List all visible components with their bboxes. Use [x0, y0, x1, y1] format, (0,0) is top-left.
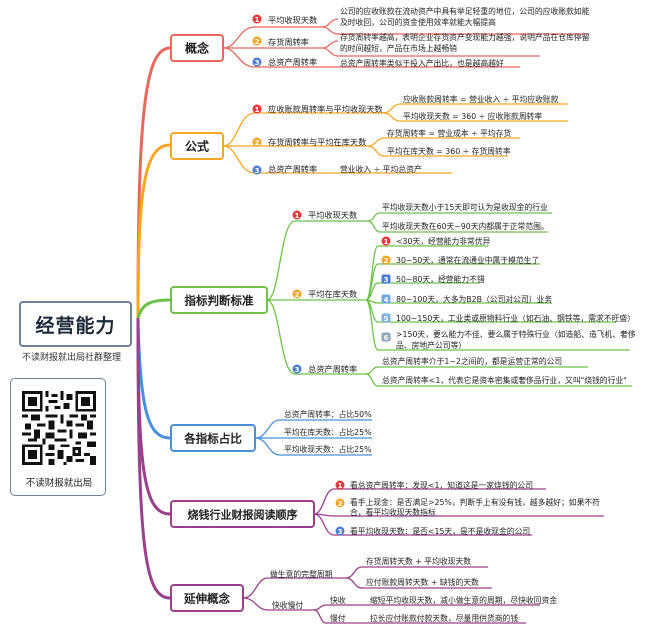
formula-item-2-formula-2: 平均在库天数 = 360 ÷ 存货周转率 — [387, 146, 511, 156]
svg-text:1: 1 — [255, 106, 260, 114]
section-extended: 延伸概念 做生意的完整周期 存货周转天数 + 平均收现天数 应付账款周转天数 +… — [170, 556, 557, 624]
inventory-days-list: 1 <30天，经营能力非常优异 2 30~50天，通常在流通业中属于模范生了 3… — [381, 236, 636, 350]
section-weights-label: 各指标占比 — [183, 432, 242, 446]
main-branches — [136, 46, 171, 600]
branch-s5 — [136, 317, 171, 516]
svg-text:1: 1 — [338, 482, 343, 490]
reading-step-1: 看总资产周转率：发现<1，知道这是一家烧钱的公司 — [350, 480, 533, 490]
formula-item-1-label: 应收账款周转率与平均收现天数 — [268, 104, 383, 114]
section-concepts-label: 概念 — [185, 41, 209, 56]
concept-item-1-line-1: 公司的应收账款在流动资产中具有举足轻重的地位，公司的应收账款如能 — [340, 6, 590, 16]
standard-item-3-criterion-2: 总资产周转率<1，代表它是资本密集或奢侈品行业，又叫"烧钱的行业" — [382, 375, 627, 385]
extended-slow-pay-text: 拉长应付账款付款天数，尽量用供货商的钱 — [370, 613, 518, 623]
inventory-level-5: 100~150天，工业类或原物料行业（如石油、钢铁等，需求不旺盛） — [396, 313, 635, 323]
svg-text:2: 2 — [255, 139, 260, 147]
formula-item-1-formula-2: 平均收现天数 = 360 ÷ 应收账款周转率 — [403, 111, 542, 121]
section-reading-order-label: 烧钱行业财报阅读顺序 — [188, 508, 298, 522]
svg-text:3: 3 — [384, 276, 389, 284]
formula-item-1-formula-1: 应收账款周转率 = 营业收入 ÷ 平均应收账款 — [403, 94, 559, 104]
weight-total-assets: 总资产周转率：占比50% — [284, 409, 372, 419]
inventory-level-1: <30天，经营能力非常优异 — [396, 236, 491, 246]
extended-fast-collect-label: 快收 — [330, 595, 346, 605]
concept-item-2-line-1: 存货周转率越高，表明企业存货资产变现能力越强，说明产品在仓库停留 — [340, 32, 590, 42]
formula-item-2-label: 存货周转率与平均在库天数 — [268, 137, 366, 147]
standard-item-2-label: 平均在库天数 — [308, 289, 357, 299]
section-weights: 各指标占比 总资产周转率：占比50% 平均在库天数：占比25% 平均收现天数：占… — [170, 409, 372, 456]
svg-text:3: 3 — [295, 366, 300, 374]
weight-collection-days: 平均收现天数：占比25% — [284, 444, 372, 454]
concept-item-2-label: 存货周转率 — [268, 37, 309, 47]
extended-cycle-b: 应付账款周转天数 + 缺钱的天数 — [366, 577, 479, 587]
section-standards: 指标判断标准 1 2 3 平均收现天数 平均在库天数 总资产周转率 平均收现天数… — [170, 202, 636, 387]
section-extended-label: 延伸概念 — [183, 592, 230, 606]
formula-item-2-formula-1: 存货周转率 = 营业成本 ÷ 平均存货 — [387, 128, 512, 138]
standard-item-1-criterion-2: 平均收现天数在60天~90天内都属于正常范围。 — [382, 221, 549, 231]
branch-s3 — [136, 298, 171, 319]
branch-s4 — [136, 317, 171, 440]
qr-code-icon — [22, 391, 96, 465]
standard-item-1-criterion-1: 平均收现天数小于15天即可认为是收现金的行业 — [382, 202, 548, 212]
svg-text:4: 4 — [384, 296, 389, 304]
extended-slow-pay-label: 慢付 — [330, 613, 346, 623]
qr-code-card: 不读财报就出局 — [10, 378, 106, 496]
concept-item-3-label: 总资产周转率 — [268, 57, 317, 67]
extended-cycle-a: 存货周转天数 + 平均收现天数 — [366, 556, 471, 566]
inventory-level-6-line-1: >150天，要么能力不佳、要么属于特殊行业（如造船、造飞机、奢侈 — [396, 329, 636, 339]
concept-item-1-line-2: 及时收回，公司的资金使用效率就能大幅提高 — [340, 17, 496, 27]
svg-text:6: 6 — [384, 334, 389, 342]
root-subtitle: 不读财报就出局社群整理 — [22, 353, 122, 363]
concept-item-1-label: 平均收现天数 — [268, 15, 317, 25]
section-concepts: 概念 1 2 3 平均收现天数 存货周转率 总资产周转率 公司的应收账款在流动资… — [170, 6, 590, 68]
inventory-level-6-line-2: 品、房地产公司等） — [396, 340, 466, 350]
reading-step-2-line-2: 合，看平均收现天数指标 — [350, 507, 436, 517]
inventory-level-3: 50~80天，经营能力不错 — [396, 274, 485, 284]
formula-item-3-label: 总资产周转率 — [268, 164, 317, 174]
extended-cycle-label: 做生意的完整周期 — [270, 569, 333, 579]
svg-text:3: 3 — [255, 167, 260, 175]
svg-text:5: 5 — [384, 315, 389, 323]
reading-step-3: 看平均收现天数：是否<15天，是不是收现金的公司 — [350, 526, 530, 536]
svg-text:2: 2 — [384, 257, 389, 265]
reading-step-2-line-1: 看手上现金：是否满足>25%，判断手上有没有钱，越多越好；如果不符 — [350, 497, 600, 507]
section-formulas: 公式 1 2 3 应收账款周转率与平均收现天数 存货周转率与平均在库天数 总资产… — [170, 94, 568, 175]
concept-item-2-line-2: 的时间越短，产品在市场上越畅销 — [340, 43, 457, 53]
inventory-level-4: 80~100天，大多为B2B（公司对公司）业务 — [396, 294, 552, 304]
branch-s6 — [136, 317, 171, 600]
svg-text:2: 2 — [255, 38, 260, 46]
svg-text:3: 3 — [255, 59, 260, 67]
extended-fast-slow-label: 快收慢付 — [272, 600, 303, 610]
svg-text:1: 1 — [255, 16, 260, 24]
weight-inventory-days: 平均在库天数：占比25% — [284, 427, 372, 437]
svg-text:3: 3 — [338, 528, 343, 536]
root-node[interactable]: 经营能力 — [19, 301, 132, 347]
section-standards-label: 指标判断标准 — [185, 294, 254, 308]
formula-item-3-formula-1: 营业收入 ÷ 平均总资产 — [340, 164, 422, 174]
svg-text:1: 1 — [384, 238, 389, 246]
extended-fast-collect-text: 缩短平均收现天数，减小做生意的周期，尽快收回资金 — [370, 595, 557, 605]
qr-caption: 不读财报就出局 — [25, 478, 93, 489]
svg-text:2: 2 — [338, 500, 343, 508]
inventory-level-2: 30~50天，通常在流通业中属于模范生了 — [396, 255, 539, 265]
svg-text:1: 1 — [295, 212, 300, 220]
section-reading-order: 烧钱行业财报阅读顺序 1 2 3 看总资产周转率：发现<1，知道这是一家烧钱的公… — [170, 480, 604, 536]
root-title: 经营能力 — [35, 314, 116, 337]
branch-s2 — [136, 143, 171, 319]
standard-item-3-criterion-1: 总资产周转率介于1~2之间的，都是运营正常的公司 — [382, 356, 562, 366]
branch-s1 — [136, 46, 171, 319]
section-formulas-label: 公式 — [185, 139, 209, 154]
standard-item-3-label: 总资产周转率 — [308, 364, 357, 374]
svg-text:2: 2 — [295, 291, 300, 299]
concept-item-3-line-1: 总资产周转率类似于投入产出比，也是越高越好 — [340, 58, 504, 68]
standard-item-1-label: 平均收现天数 — [308, 210, 357, 220]
